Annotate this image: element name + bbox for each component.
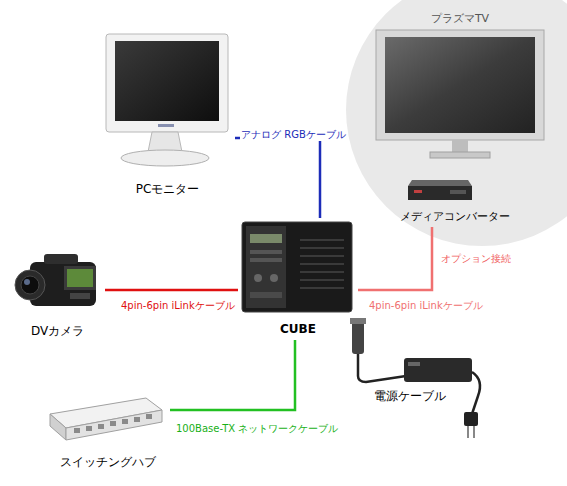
label-holder: アナログ RGBケーブル — [240, 123, 347, 142]
device-label: メディアコンバーター — [400, 210, 510, 223]
label-holder: 4pin-6pin iLinkケーブル — [120, 294, 236, 313]
tv-area — [346, 0, 567, 246]
cable-label: アナログ RGBケーブル — [240, 129, 347, 141]
device-label: DVカメラ — [31, 324, 84, 338]
ilink-cable — [105, 289, 238, 292]
camera-node: DVカメラ — [10, 252, 105, 342]
hub-node: スイッチングハブ — [45, 398, 170, 473]
cable-label: 4pin-6pin iLinkケーブル — [120, 300, 236, 312]
tv-picture — [376, 30, 544, 158]
hub-picture — [50, 398, 162, 440]
ilink-cable-option — [358, 227, 432, 290]
power-cable-picture — [350, 318, 480, 438]
label-holder: 100Base-TX ネットワークケーブル — [175, 417, 339, 436]
power-cable-node: 電源ケーブル — [340, 315, 485, 440]
device-label: スイッチングハブ — [60, 455, 156, 469]
device-label: 電源ケーブル — [374, 389, 446, 403]
network-cable — [170, 340, 295, 410]
device-label: CUBE — [280, 322, 316, 336]
cable-label: 100Base-TX ネットワークケーブル — [175, 423, 339, 435]
label-holder: オプション接続 — [440, 247, 512, 266]
camera-picture — [15, 254, 96, 306]
tv-node: プラズマTV — [370, 8, 550, 163]
device-label: PCモニター — [136, 182, 200, 196]
cube-picture — [242, 222, 352, 312]
monitor-picture — [106, 34, 228, 166]
monitor-node: PCモニター — [100, 28, 235, 196]
converter-picture — [408, 180, 472, 200]
cube-node: CUBE — [238, 218, 358, 340]
label-holder: 4pin-6pin iLinkケーブル — [368, 294, 484, 313]
cable-label: 4pin-6pin iLinkケーブル — [368, 300, 484, 312]
device-label: プラズマTV — [431, 12, 489, 25]
rgb-cable — [235, 138, 320, 218]
converter-node: メディアコンバーター — [395, 172, 515, 227]
option-note: オプション接続 — [440, 253, 512, 265]
